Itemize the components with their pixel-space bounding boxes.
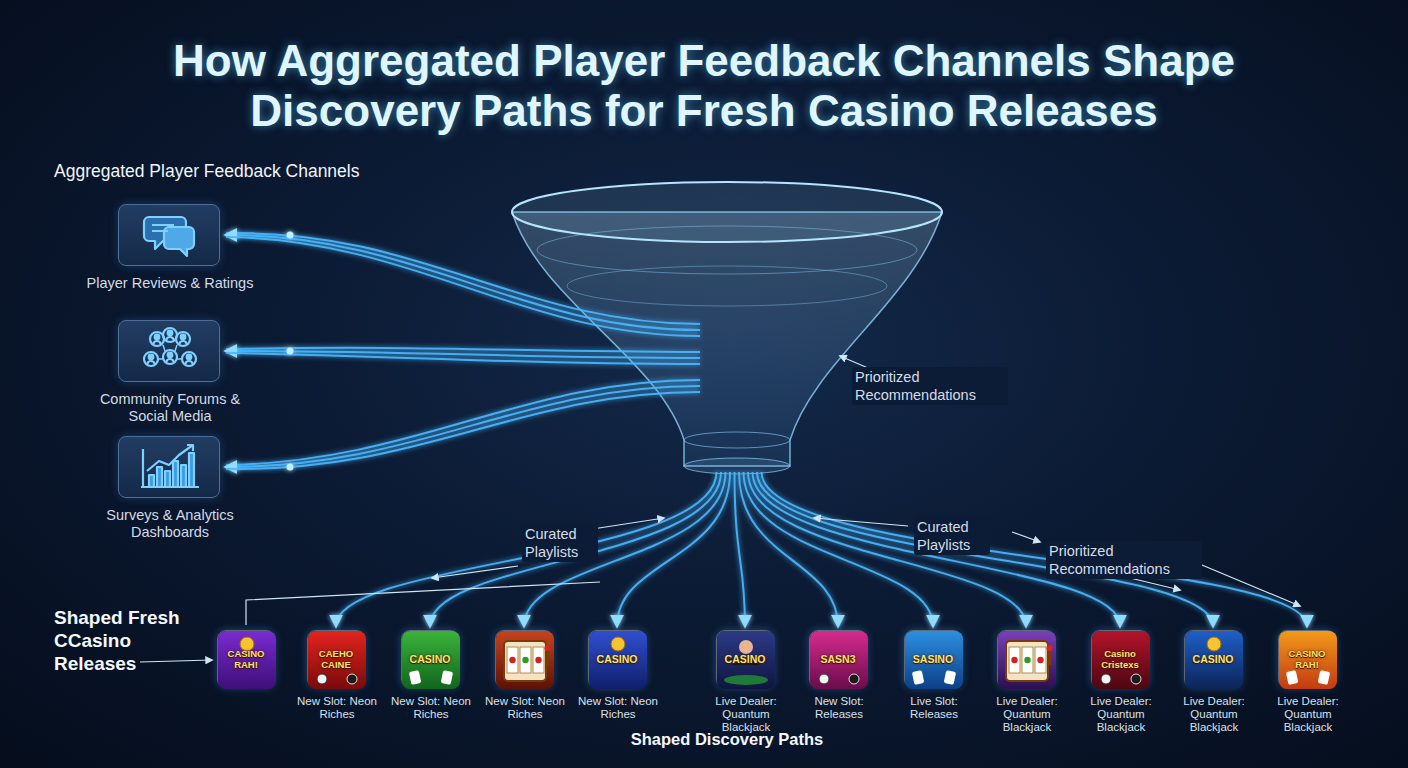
app-caption: New Slot: Neon Riches bbox=[569, 695, 667, 721]
flow-line bbox=[744, 472, 934, 626]
glow-dot bbox=[287, 348, 294, 355]
flow-line bbox=[226, 392, 700, 469]
casino-app-icon: Live Dealer: Quantum Blackjack bbox=[997, 630, 1055, 688]
flow-line bbox=[762, 472, 1308, 626]
app-caption: Live Dealer: Quantum Blackjack bbox=[978, 695, 1076, 734]
app-caption: Live Dealer: Quantum Blackjack bbox=[1259, 695, 1357, 734]
app-icon-text: CASINO bbox=[594, 654, 641, 665]
channel-label: Surveys & Analytics Dashboards bbox=[84, 507, 256, 541]
app-icon-text: SASINO bbox=[910, 654, 956, 665]
app-icon-text: CASINO RAH! bbox=[218, 648, 274, 670]
flow-line bbox=[226, 235, 700, 330]
app-caption: Live Dealer: Quantum Blackjack bbox=[1165, 695, 1263, 734]
app-caption: New Slot: Neon Riches bbox=[288, 695, 386, 721]
flow-line bbox=[617, 472, 730, 626]
casino-app-icon: CASINONew Slot: Neon Riches bbox=[401, 630, 459, 688]
channel-icon bbox=[119, 205, 221, 267]
flow-line bbox=[735, 472, 746, 626]
diagram-label: Curated Playlists bbox=[914, 517, 990, 555]
diagram-title: How Aggregated Player Feedback Channels … bbox=[104, 36, 1304, 136]
app-caption: Live Dealer: Quantum Blackjack bbox=[697, 695, 795, 734]
casino-app-icon: CAEHO CAINENew Slot: Neon Riches bbox=[307, 630, 365, 688]
app-caption: New Slot: Neon Riches bbox=[382, 695, 480, 721]
app-caption: Live Dealer: Quantum Blackjack bbox=[1072, 695, 1170, 734]
casino-app-icon: CASINOLive Dealer: Quantum Blackjack bbox=[716, 630, 774, 688]
app-artwork bbox=[998, 631, 1056, 689]
flow-line bbox=[430, 472, 721, 626]
casino-app-icon: New Slot: Neon Riches bbox=[495, 630, 553, 688]
leader-lines bbox=[140, 356, 1300, 662]
flow-line bbox=[739, 472, 838, 626]
glow-dot bbox=[287, 232, 294, 239]
diagram-label: Aggregated Player Feedback Channels bbox=[54, 162, 474, 180]
flow-line bbox=[748, 472, 1026, 626]
app-caption: New Slot: Releases bbox=[790, 695, 888, 721]
diagram-label: Curated Playlists bbox=[522, 524, 598, 562]
flow-line bbox=[226, 386, 700, 467]
app-caption: Live Slot: Releases bbox=[885, 695, 983, 721]
channel-label: Player Reviews & Ratings bbox=[84, 275, 256, 292]
casino-app-icon: CASINO RAH!Live Dealer: Quantum Blackjac… bbox=[1278, 630, 1336, 688]
flow-lines bbox=[226, 232, 1307, 627]
casino-app-icon: Casino CristexsLive Dealer: Quantum Blac… bbox=[1091, 630, 1149, 688]
diagram-label: Prioritized Recommendations bbox=[1046, 541, 1202, 579]
app-icon-text: CASINO bbox=[1190, 654, 1237, 665]
app-caption: New Slot: Neon Riches bbox=[476, 695, 574, 721]
funnel bbox=[512, 182, 942, 474]
app-icon-text: CASINO bbox=[722, 654, 769, 665]
app-icon-text: Casino Cristexs bbox=[1092, 648, 1148, 670]
feedback-channel: Player Reviews & Ratings bbox=[118, 204, 220, 266]
flow-line bbox=[226, 380, 700, 465]
channel-label: Community Forums & Social Media bbox=[84, 391, 256, 425]
flow-line bbox=[226, 353, 700, 364]
diagram-label: Prioritized Recommendations bbox=[852, 367, 1008, 405]
feedback-channel: Community Forums & Social Media bbox=[118, 320, 220, 382]
app-icon-text: SASN3 bbox=[817, 654, 858, 665]
casino-app-icon: CASINONew Slot: Neon Riches bbox=[588, 630, 646, 688]
flow-line bbox=[226, 233, 700, 324]
diagram-label: Shaped Fresh CCasino Releases bbox=[54, 606, 204, 675]
casino-app-icon: CASINO RAH! bbox=[217, 630, 275, 688]
casino-app-icon: SASN3New Slot: Releases bbox=[809, 630, 867, 688]
app-icon-text: CAEHO CAINE bbox=[308, 648, 364, 670]
feedback-channel: Surveys & Analytics Dashboards bbox=[118, 436, 220, 498]
app-icon-text: CASINO RAH! bbox=[1279, 648, 1335, 670]
app-icon-text: CASINO bbox=[407, 654, 454, 665]
flow-line bbox=[226, 237, 700, 336]
glow-dot bbox=[287, 464, 294, 471]
app-artwork bbox=[496, 631, 554, 689]
casino-app-icon: CASINOLive Dealer: Quantum Blackjack bbox=[1184, 630, 1242, 688]
casino-app-icon: SASINOLive Slot: Releases bbox=[904, 630, 962, 688]
channel-icon bbox=[119, 437, 221, 499]
channel-icon bbox=[119, 321, 221, 383]
flow-line bbox=[336, 472, 717, 626]
flow-line bbox=[757, 472, 1213, 626]
